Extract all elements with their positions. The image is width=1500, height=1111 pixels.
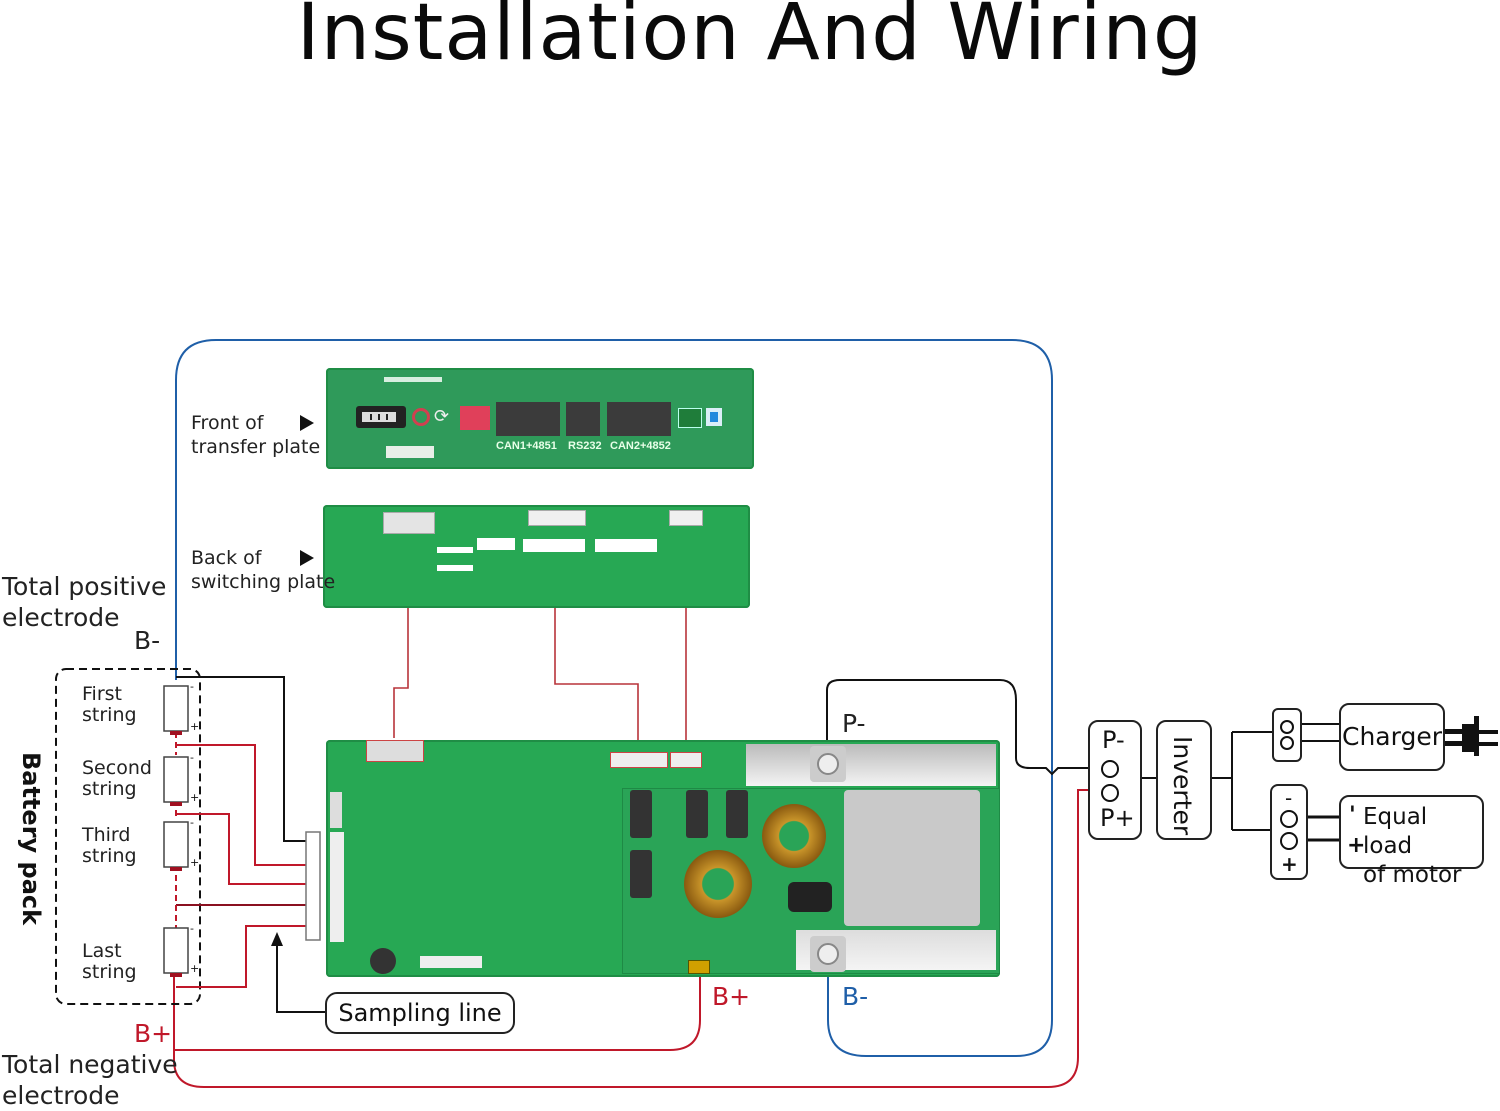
sampling-arrow-head (271, 932, 283, 946)
red-wire-sampling-4 (176, 925, 306, 988)
port-label-can1: CAN1+4851 (496, 440, 557, 452)
back-switching-plate (323, 505, 750, 608)
battery-cells (163, 685, 189, 977)
power-button-icon (412, 408, 430, 426)
load-terminal: - + (1270, 784, 1308, 880)
cell-first (163, 685, 189, 732)
capacitor (630, 790, 652, 838)
red-wire-sampling-1 (176, 744, 306, 866)
cell-second (163, 756, 189, 803)
back-plate-arrow-icon (300, 550, 314, 566)
cell-minus-sign: - (190, 816, 194, 829)
capacitor (726, 790, 748, 838)
battery-pack-label: Battery pack (17, 752, 45, 926)
mosfet-cover (844, 790, 980, 926)
sampling-connector (305, 831, 321, 941)
pminus-terminal-hole[interactable] (1101, 760, 1119, 778)
cell-plus-sign: + (190, 856, 200, 869)
output-terminal-box: P- P+ (1088, 720, 1142, 840)
inverter-box: Inverter (1156, 720, 1212, 840)
sampling-line-label-box: Sampling line (325, 992, 515, 1034)
charger-label: Charger (1342, 722, 1442, 751)
cell-minus-sign: - (190, 922, 194, 935)
bplus-board-label: B+ (712, 982, 751, 1011)
charger-terminal (1272, 708, 1302, 762)
pplus-terminal-hole[interactable] (1101, 784, 1119, 802)
buzzer (370, 948, 396, 974)
terminal-bminus-bolt (810, 936, 846, 972)
red-wire-sampling-2 (176, 813, 306, 885)
red-wire-plate-1 (393, 528, 409, 738)
page-title: Installation And Wiring (296, 0, 1204, 78)
front-transfer-plate: ⟳ CAN1+4851 RS232 CAN2+4852 (326, 368, 754, 469)
port-label-can2: CAN2+4852 (610, 440, 671, 452)
capacitor (686, 790, 708, 838)
charger-box: Charger (1339, 703, 1445, 771)
sampling-arrow-line (276, 944, 326, 1013)
cell-third (163, 821, 189, 868)
cell-plus-sign: + (190, 962, 200, 975)
port-rs232 (566, 402, 600, 436)
bplus-left-label: B+ (134, 1019, 173, 1048)
cell-last (163, 927, 189, 974)
heatsink-top (746, 744, 996, 786)
bminus-left-label: B- (134, 626, 161, 655)
cell-minus-sign: - (190, 680, 194, 693)
reset-icon: ⟳ (434, 406, 450, 427)
dip-switch (460, 406, 490, 430)
pminus-board-label: P- (842, 709, 866, 738)
front-plate-arrow-icon (300, 415, 314, 431)
blue-wire-bminus-loop (175, 339, 1053, 1057)
cell-minus-sign: - (190, 751, 194, 764)
battery-indicator-icon (356, 406, 406, 428)
wire-inverter-branch (1210, 731, 1272, 831)
pplus-terminal-label: P+ (1100, 804, 1135, 832)
port-label-rs232: RS232 (568, 440, 602, 452)
inductor (684, 850, 752, 918)
sampling-line-label: Sampling line (338, 999, 502, 1027)
bplus-port (688, 960, 710, 974)
plug-icon (1444, 716, 1498, 756)
bms-main-board (326, 740, 1000, 977)
terminal-pminus-bolt (810, 746, 846, 782)
battery-pack-outline (55, 668, 201, 1005)
bminus-board-label: B- (842, 982, 869, 1011)
red-wire-bplus-board (174, 968, 701, 1051)
black-wire-sampling-bminus (176, 676, 306, 842)
cell-plus-sign: + (190, 720, 200, 733)
black-wire-pminus (826, 679, 1104, 776)
port-can1-4851 (496, 402, 560, 436)
pminus-terminal-label: P- (1102, 726, 1125, 754)
red-wire-pplus-loop (173, 789, 1104, 1088)
capacitor (630, 850, 652, 898)
port-can2-4852 (607, 402, 671, 436)
inductor (762, 804, 826, 868)
inverter-label: Inverter (1168, 736, 1197, 836)
cell-plus-sign: + (190, 791, 200, 804)
